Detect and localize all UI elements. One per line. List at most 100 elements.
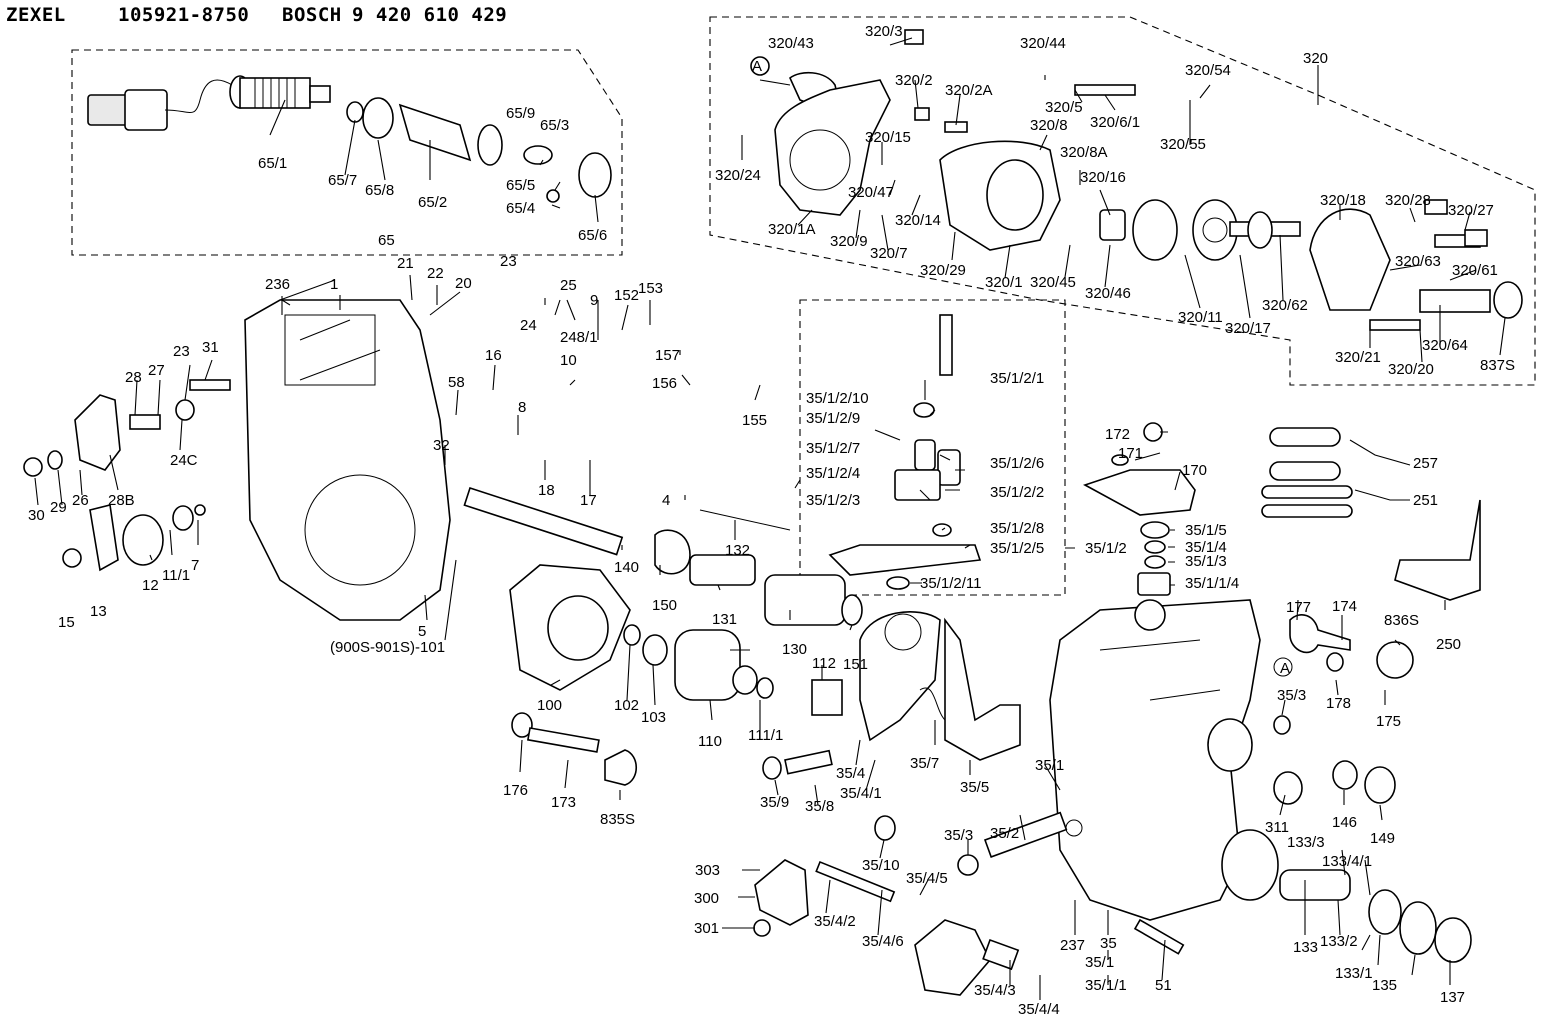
part-320-assembly (750, 29, 1523, 331)
callout-320: 320 (1303, 50, 1328, 67)
part-lower-hardware (511, 712, 1472, 996)
callout-320-55: 320/55 (1160, 136, 1206, 153)
callout-29: 29 (50, 499, 67, 516)
callout-A: A (752, 58, 762, 75)
header-brand-zexel: ZEXEL (6, 4, 66, 26)
callout-320-7: 320/7 (870, 245, 908, 262)
callout-175: 175 (1376, 713, 1401, 730)
callout-35-4-3: 35/4/3 (974, 982, 1016, 999)
callout-51: 51 (1155, 977, 1172, 994)
callout-130: 130 (782, 641, 807, 658)
callout-320-43: 320/43 (768, 35, 814, 52)
callout-137: 137 (1440, 989, 1465, 1006)
callout-250: 250 (1436, 636, 1461, 653)
callout-320-18: 320/18 (1320, 192, 1366, 209)
callout-24: 24 (520, 317, 537, 334)
callout-155: 155 (742, 412, 767, 429)
callout-23: 23 (500, 253, 517, 270)
callout-836S: 836S (1384, 612, 1419, 629)
callout-35-1-1: 35/1/1 (1085, 977, 1127, 994)
header-zexel-code: 105921-8750 (118, 4, 250, 26)
callout-35-1: 35/1 (1085, 954, 1114, 971)
callout-65-6: 65/6 (578, 227, 607, 244)
callout-300: 300 (694, 890, 719, 907)
callout-7: 7 (191, 557, 199, 574)
callout-320-47: 320/47 (848, 184, 894, 201)
callout-320-63: 320/63 (1395, 253, 1441, 270)
group-65-box (71, 49, 623, 256)
callout-35-8: 35/8 (805, 798, 834, 815)
callout-176: 176 (503, 782, 528, 799)
callout-65: 65 (378, 232, 395, 249)
callout-900S-901S-101: (900S-901S)-101 (330, 639, 445, 656)
callout-320-45: 320/45 (1030, 274, 1076, 291)
callout-35-1-2-10: 35/1/2/10 (806, 390, 869, 407)
callout-A: A (1280, 660, 1290, 677)
callout-132: 132 (725, 542, 750, 559)
callout-237: 237 (1060, 937, 1085, 954)
callout-320-61: 320/61 (1452, 262, 1498, 279)
callout-35-4: 35/4 (836, 765, 865, 782)
callout-131: 131 (712, 611, 737, 628)
callout-65-7: 65/7 (328, 172, 357, 189)
callout-157: 157 (655, 347, 680, 364)
leader-lines (34, 37, 1506, 1000)
callout-9: 9 (590, 292, 598, 309)
part-governor-hardware (1083, 422, 1481, 805)
callout-172: 172 (1105, 426, 1130, 443)
callout-320-29: 320/29 (920, 262, 966, 279)
callout-35-1-2-6: 35/1/2/6 (990, 455, 1044, 472)
callout-1: 1 (330, 276, 338, 293)
callout-25: 25 (560, 277, 577, 294)
callout-35-1-2-4: 35/1/2/4 (806, 465, 860, 482)
callout-320-3: 320/3 (865, 23, 903, 40)
callout-35-4-5: 35/4/5 (906, 870, 948, 887)
callout-835S: 835S (600, 811, 635, 828)
callout-28: 28 (125, 369, 142, 386)
callout-35-4-6: 35/4/6 (862, 933, 904, 950)
callout-320-1A: 320/1A (768, 221, 816, 238)
callout-24C: 24C (170, 452, 198, 469)
callout-133: 133 (1293, 939, 1318, 956)
callout-102: 102 (614, 697, 639, 714)
callout-133-4-1: 133/4/1 (1322, 853, 1372, 870)
callout-133-2: 133/2 (1320, 933, 1358, 950)
callout-103: 103 (641, 709, 666, 726)
callout-labels: 65/165/765/865/265/965/365/565/465/66532… (28, 23, 1515, 1018)
callout-35-3: 35/3 (1277, 687, 1306, 704)
callout-35-9: 35/9 (760, 794, 789, 811)
callout-153: 153 (638, 280, 663, 297)
callout-35-4-4: 35/4/4 (1018, 1001, 1060, 1018)
callout-311: 311 (1265, 819, 1289, 836)
callout-31: 31 (202, 339, 219, 356)
callout-320-2: 320/2 (895, 72, 933, 89)
callout-320-46: 320/46 (1085, 285, 1131, 302)
callout-35-3: 35/3 (944, 827, 973, 844)
callout-35: 35 (1100, 935, 1117, 952)
callout-320-62: 320/62 (1262, 297, 1308, 314)
callout-100: 100 (537, 697, 562, 714)
callout-28B: 28B (108, 492, 135, 509)
part-drive-shaft (463, 486, 1021, 761)
part-65-solenoid (87, 75, 612, 203)
callout-35-1-2-7: 35/1/2/7 (806, 440, 860, 457)
callout-35-1: 35/1 (1035, 757, 1064, 774)
callout-320-21: 320/21 (1335, 349, 1381, 366)
callout-35-1-2-9: 35/1/2/9 (806, 410, 860, 427)
callout-65-9: 65/9 (506, 105, 535, 122)
callout-156: 156 (652, 375, 677, 392)
callout-170: 170 (1182, 462, 1207, 479)
callout-65-1: 65/1 (258, 155, 287, 172)
callout-320-14: 320/14 (895, 212, 941, 229)
callout-320-11: 320/11 (1178, 309, 1223, 326)
callout-13: 13 (90, 603, 107, 620)
callout-320-24: 320/24 (715, 167, 761, 184)
callout-15: 15 (58, 614, 75, 631)
callout-65-2: 65/2 (418, 194, 447, 211)
callout-112: 112 (812, 655, 836, 672)
callout-837S: 837S (1480, 357, 1515, 374)
header-bosch-code: 9 420 610 429 (352, 4, 508, 26)
callout-174: 174 (1332, 598, 1357, 615)
callout-18: 18 (538, 482, 555, 499)
callout-8: 8 (518, 399, 526, 416)
